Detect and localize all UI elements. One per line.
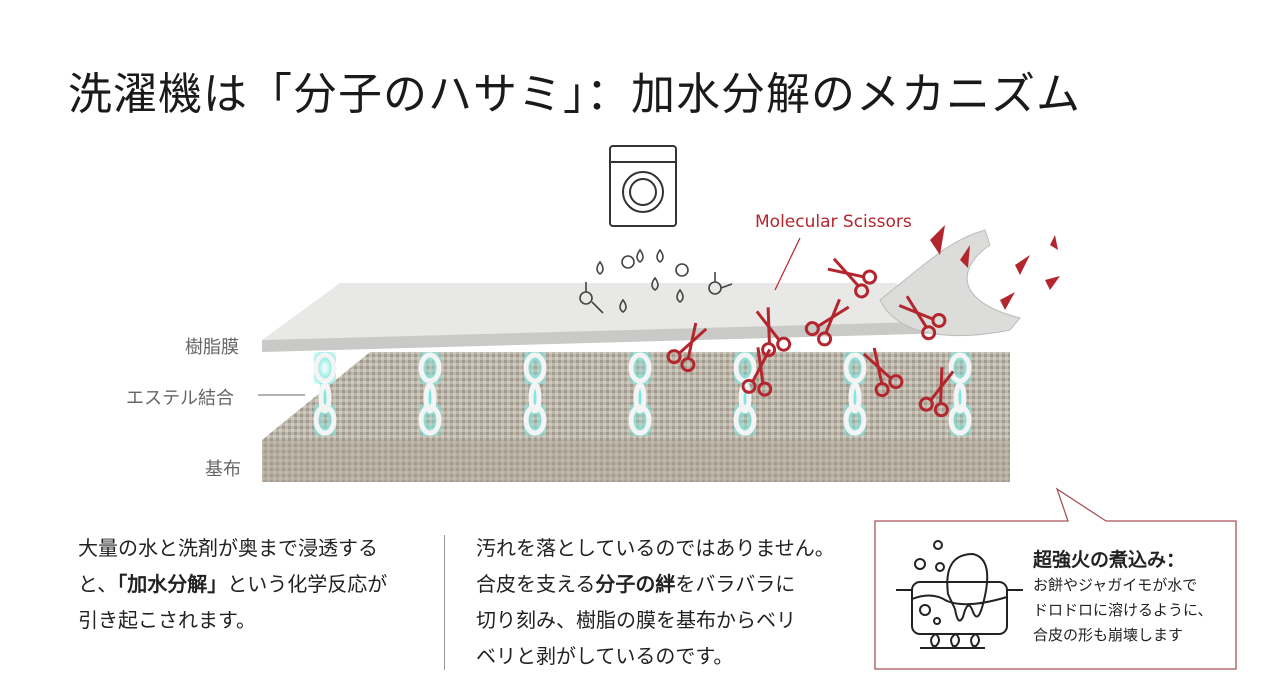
water-drops-icon: [579, 248, 733, 314]
scissors-pointer-line: [774, 237, 801, 291]
scissors-icon: [741, 347, 773, 397]
scissors-icon: [862, 347, 904, 398]
text-line: 合皮を支える分子の絆をバラバラに: [476, 566, 835, 602]
left-explanation: 大量の水と洗剤が奥まで浸透する と、「加水分解」という化学反応が 引き起こされま…: [78, 530, 387, 638]
text-line: お餅やジャガイモが水で: [1033, 576, 1198, 594]
text-line: 引き起こされます。: [78, 608, 256, 632]
callout-title: 超強火の煮込み：: [1033, 549, 1186, 571]
base-fabric: [262, 352, 1010, 482]
hydrolysis-emphasis: 「加水分解」: [117, 572, 228, 596]
text-line: 汚れを落としているのではありません。: [476, 536, 835, 560]
chain-link: [731, 350, 759, 438]
molecular-scissors-label: Molecular Scissors: [755, 212, 912, 232]
text-line: 大量の水と洗剤が奥まで浸透する: [78, 536, 378, 560]
page-title: 洗濯機は「分子のハサミ」：加水分解のメカニズム: [68, 69, 1081, 120]
ester-bond-label: エステル結合: [126, 388, 234, 409]
chain-link: [841, 350, 869, 438]
ester-bond-chains: [311, 350, 974, 438]
scissors-icon: [804, 298, 850, 347]
text-span: と、: [78, 572, 118, 596]
washing-machine-icon: [609, 145, 677, 227]
chain-link: [521, 350, 549, 438]
text-span: という化学反応が: [227, 572, 388, 596]
scissors-icon: [827, 257, 878, 299]
resin-film-label: 樹脂膜: [185, 337, 239, 358]
divider: [444, 535, 445, 670]
chain-link: [416, 350, 444, 438]
text-line: ベリと剥がしているのです。: [476, 644, 734, 668]
text-span: 合皮を支える: [476, 572, 596, 596]
text-line: ドロドロに溶けるように、: [1033, 601, 1213, 619]
resin-film: [262, 229, 1021, 352]
chain-link: [946, 350, 974, 438]
scissors-icon: [898, 295, 947, 341]
scissors-icon: [755, 307, 792, 358]
callout-box: [874, 487, 1237, 670]
text-line: 切り刻み、樹脂の膜を基布からベリ: [476, 608, 796, 632]
debris-fragments: [930, 225, 1060, 310]
scissors-icon: [666, 322, 708, 373]
scissors-icon: [918, 367, 955, 418]
molecular-scissors-icon: [666, 257, 955, 418]
callout-text: お餅やジャガイモが水で ドロドロに溶けるように、 合皮の形も崩壊します: [1033, 573, 1213, 648]
text-line: 合皮の形も崩壊します: [1033, 626, 1184, 644]
molecular-bond-emphasis: 分子の絆: [595, 572, 676, 596]
text-line: と、「加水分解」という化学反応が: [78, 566, 387, 602]
chain-link: [626, 350, 654, 438]
text-span: をバラバラに: [675, 572, 796, 596]
base-fabric-label: 基布: [205, 459, 241, 480]
middle-explanation: 汚れを落としているのではありません。 合皮を支える分子の絆をバラバラに 切り刻み…: [476, 530, 835, 674]
boiling-pot-icon: [896, 540, 1023, 649]
chain-link: [311, 350, 339, 438]
